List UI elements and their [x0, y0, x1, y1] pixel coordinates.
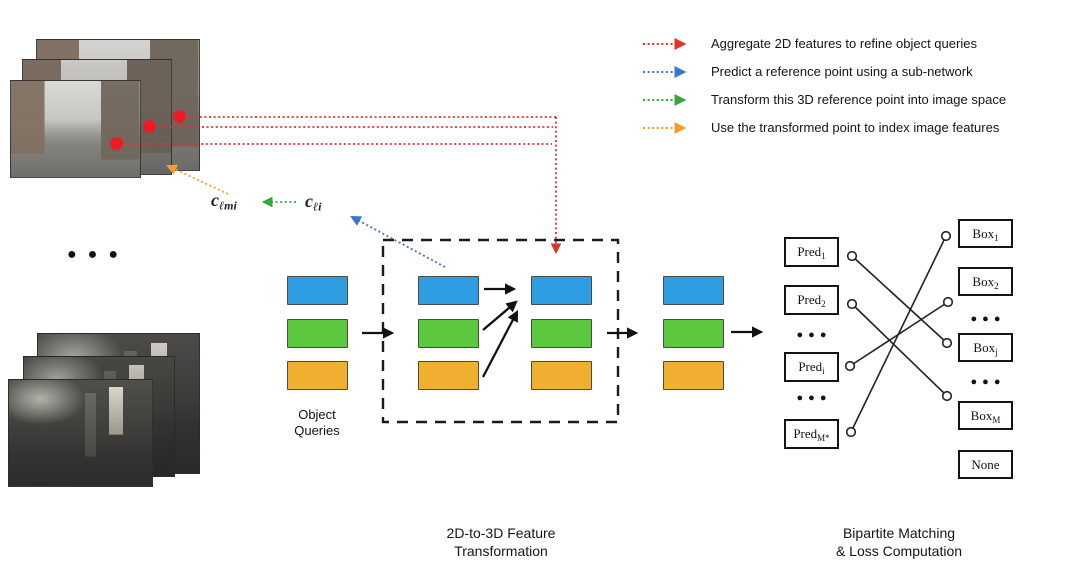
pred-2-label: Pred	[797, 292, 822, 307]
section-label-transformation: 2D-to-3D Feature Transformation	[411, 524, 591, 560]
projected-point-dot	[173, 110, 186, 123]
query-rect-blue	[418, 276, 479, 305]
projected-point-dot	[110, 137, 123, 150]
predict-reference-point-arrow	[350, 215, 446, 268]
section-label-matching: Bipartite Matching & Loss Computation	[809, 524, 989, 560]
box-ellipsis-dots: ●●●	[970, 313, 1006, 325]
query-rect-green	[663, 319, 724, 348]
box-node-j: Boxj	[958, 333, 1013, 362]
pred-1-label: Pred	[797, 244, 822, 259]
pred-ellipsis-dots: ●●●	[796, 329, 832, 341]
c-lmi-sub: ℓmi	[219, 198, 237, 213]
query-rect-orange	[418, 361, 479, 390]
box-1-label: Box	[972, 226, 995, 241]
camera-image-front	[10, 80, 141, 178]
pred-node-M: PredM*	[784, 419, 839, 449]
box-j-label: Box	[973, 340, 996, 355]
transformation-line1: 2D-to-3D Feature	[446, 525, 556, 541]
query-rect-blue	[287, 276, 348, 305]
box-2-sub: 2	[994, 281, 999, 292]
transformation-line2: Transformation	[454, 543, 548, 559]
object-queries-line1: Object	[298, 407, 336, 422]
pred-ellipsis-dots: ●●●	[796, 392, 832, 404]
query-rect-blue	[531, 276, 592, 305]
legend-item-index: Use the transformed point to index image…	[711, 120, 1000, 135]
box-2-label: Box	[972, 274, 995, 289]
bipartite-matching-lines	[844, 230, 954, 438]
pred-M-label: Pred	[793, 426, 818, 441]
legend-item-transform: Transform this 3D reference point into i…	[711, 92, 1007, 107]
legend-arrow-icons	[643, 38, 687, 134]
box-M-sub: M	[992, 415, 1001, 426]
query-rect-green	[418, 319, 479, 348]
c-li-base: c	[305, 191, 313, 211]
query-rect-blue	[663, 276, 724, 305]
matching-endpoint-circles	[844, 230, 954, 438]
projected-point-dot	[143, 120, 156, 133]
box-node-1: Box1	[958, 219, 1013, 248]
pred-i-label: Pred	[798, 359, 823, 374]
c-li-sub: ℓi	[313, 199, 322, 214]
pred-node-2: Pred2	[784, 285, 839, 315]
pred-M-sub: M*	[817, 433, 830, 444]
camera-ellipsis-dots: ●●●	[67, 246, 129, 263]
pred-node-1: Pred1	[784, 237, 839, 267]
box-node-none: None	[958, 450, 1013, 479]
legend-item-aggregate: Aggregate 2D features to refine object q…	[711, 36, 977, 51]
query-rect-green	[287, 319, 348, 348]
box-none-label: None	[971, 457, 1000, 472]
object-queries-label: Object Queries	[277, 407, 357, 439]
box-M-label: Box	[970, 408, 993, 423]
query-rect-orange	[663, 361, 724, 390]
object-queries-line2: Queries	[294, 423, 340, 438]
box-j-sub: j	[995, 347, 998, 358]
c-lmi-base: c	[211, 190, 219, 210]
query-rect-green	[531, 319, 592, 348]
box-node-M: BoxM	[958, 401, 1013, 430]
pred-2-sub: 2	[821, 299, 826, 310]
pred-node-i: Predi	[784, 352, 839, 382]
pred-1-sub: 1	[821, 251, 826, 262]
pred-i-sub: i	[822, 366, 825, 377]
matching-line2: & Loss Computation	[835, 543, 963, 559]
legend-item-predict: Predict a reference point using a sub-ne…	[711, 64, 973, 79]
camera-image-front-2	[8, 379, 153, 487]
reference-point-image-label: cℓmi	[211, 190, 237, 214]
box-ellipsis-dots: ●●●	[970, 376, 1006, 388]
matching-line1: Bipartite Matching	[842, 525, 956, 541]
query-rect-orange	[531, 361, 592, 390]
query-rect-orange	[287, 361, 348, 390]
box-node-2: Box2	[958, 267, 1013, 296]
reference-point-3d-label: cℓi	[305, 191, 321, 215]
box-1-sub: 1	[994, 233, 999, 244]
